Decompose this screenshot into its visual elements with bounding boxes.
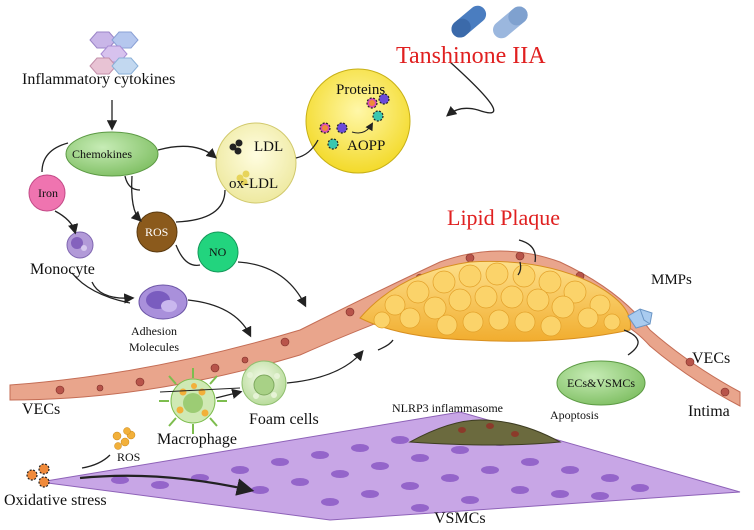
label-ros-bottom: ROS xyxy=(117,450,141,464)
label-ldl: LDL xyxy=(254,139,284,155)
label-oxidative-stress: Oxidative stress xyxy=(4,492,107,509)
no-node xyxy=(197,231,239,273)
label-apoptosis: Apoptosis xyxy=(550,408,599,422)
macrophage-cell-icon xyxy=(159,368,227,434)
adhesion-molecule-icon xyxy=(138,284,188,320)
label-molecules: Molecules xyxy=(129,340,179,354)
mmps-crystal-icon xyxy=(627,308,653,329)
label-ox-ldl: ox-LDL xyxy=(229,176,279,192)
label-adhesion: Adhesion xyxy=(131,324,177,338)
pathway-arrows xyxy=(41,61,639,496)
cytokine-cluster-icon xyxy=(89,31,139,75)
label-vecs-right: VECs xyxy=(692,350,731,367)
label-inflammatory-cytokines: Inflammatory cytokines xyxy=(22,71,176,88)
nlrp3-cell-icon xyxy=(408,419,562,446)
lipid-plaque xyxy=(359,260,631,342)
label-chemokines: Chemokines xyxy=(72,147,132,161)
label-no: NO xyxy=(209,245,227,259)
ros-node-top xyxy=(136,211,178,253)
monocyte-cell-icon xyxy=(66,231,94,259)
vsmc-layer xyxy=(39,411,741,521)
protein-marker-icons xyxy=(319,93,390,150)
label-ecs-vsmcs: ECs&VSMCs xyxy=(567,376,636,390)
label-nlrp3: NLRP3 inflammasome xyxy=(392,401,503,415)
pill-capsule-icon xyxy=(451,5,528,39)
ldl-particles-icon xyxy=(229,139,250,186)
label-ros-top: ROS xyxy=(145,225,169,239)
label-vecs-left: VECs xyxy=(22,401,61,418)
label-mmps: MMPs xyxy=(651,272,692,288)
label-iron: Iron xyxy=(38,186,58,200)
iron-node xyxy=(28,174,66,212)
label-intima: Intima xyxy=(688,403,730,420)
label-vsmcs: VSMCs xyxy=(434,510,486,527)
label-proteins: Proteins xyxy=(336,82,386,98)
label-monocyte: Monocyte xyxy=(30,261,95,278)
label-lipid-plaque: Lipid Plaque xyxy=(447,205,561,230)
label-macrophage: Macrophage xyxy=(157,431,237,448)
label-foam-cells: Foam cells xyxy=(249,411,319,428)
ros-particles-icon xyxy=(112,427,136,450)
chemokines-node xyxy=(65,131,159,177)
oxidative-stress-particles-icon xyxy=(26,463,50,488)
ecs-vsmcs-node xyxy=(556,360,646,406)
foam-cell-icon xyxy=(241,360,287,406)
label-tanshinone: Tanshinone IIA xyxy=(396,43,546,69)
label-aopp: AOPP xyxy=(347,138,386,154)
